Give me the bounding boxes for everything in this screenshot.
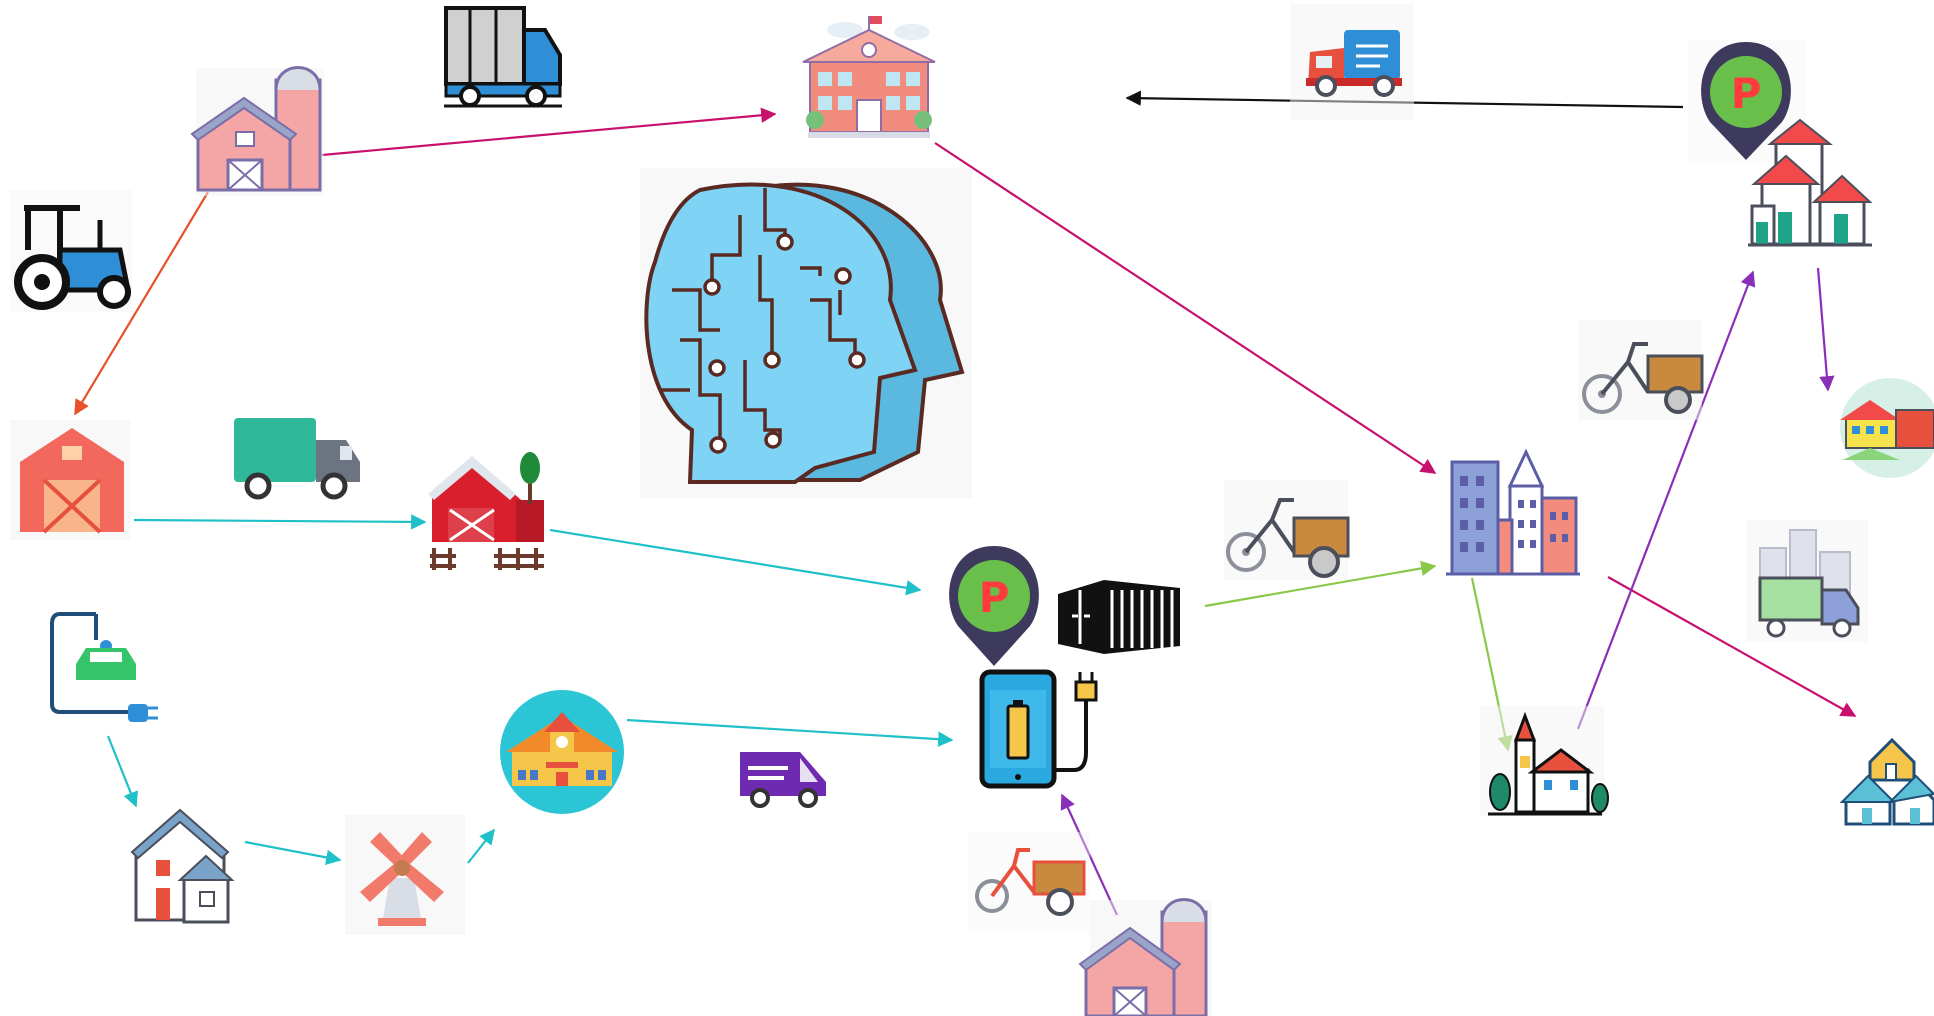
arrow-town-to-houses <box>1576 270 1756 730</box>
parking-pin-icon: P <box>949 546 1039 666</box>
ev-charging-icon <box>50 612 158 722</box>
arrow-windmill-to-school <box>467 828 495 864</box>
arrow-city-to-houses <box>1607 576 1857 717</box>
city-buildings-icon <box>1446 448 1580 576</box>
cargo-bike-2-icon <box>1578 320 1704 420</box>
arrow-redbarn-to-hub <box>549 528 922 596</box>
arrow-school-to-city <box>934 142 1437 474</box>
small-houses-icon <box>1839 737 1934 826</box>
box-truck-icon <box>444 6 562 108</box>
arrow-farm-to-school <box>321 107 777 157</box>
shipping-container-icon <box>1058 580 1180 654</box>
arrow-barn-to-redbarn <box>133 514 427 530</box>
arrow-hub-to-city <box>1204 560 1437 608</box>
house-icon <box>130 808 235 924</box>
parking-letter-2: P <box>1731 69 1762 118</box>
town-church-icon <box>1480 706 1609 816</box>
city-truck-icon <box>1746 520 1868 642</box>
arrow-houses-to-kindergarten <box>1816 267 1835 392</box>
residential-houses-icon <box>1748 118 1873 247</box>
ai-brain-icon <box>640 168 972 498</box>
purple-van-icon <box>740 752 826 808</box>
school-building-icon <box>802 16 936 138</box>
cargo-bike-icon <box>1224 480 1350 580</box>
tractor-icon <box>10 190 132 312</box>
red-barn-icon <box>10 420 130 540</box>
arrow-house-to-windmill <box>244 840 342 865</box>
arrow-ev-to-house <box>106 735 139 808</box>
flow-arrows <box>74 90 1857 916</box>
arrow-farm2-to-phone <box>1060 793 1118 916</box>
red-farm-barn-icon <box>428 452 544 570</box>
arrow-farm-to-barn <box>74 191 209 416</box>
arrow-school-to-phone <box>626 718 954 747</box>
delivery-truck-icon <box>1290 4 1414 120</box>
parking-letter: P <box>979 573 1010 622</box>
farm-barn-2-icon <box>1078 898 1212 1016</box>
teal-truck-icon <box>234 418 360 500</box>
cargo-bike-3-icon <box>968 832 1090 932</box>
phone-charging-icon <box>979 669 1098 789</box>
kindergarten-icon <box>1840 378 1934 478</box>
school-circle-icon <box>500 690 624 814</box>
farm-barn-icon <box>190 66 324 196</box>
windmill-icon <box>345 815 465 935</box>
